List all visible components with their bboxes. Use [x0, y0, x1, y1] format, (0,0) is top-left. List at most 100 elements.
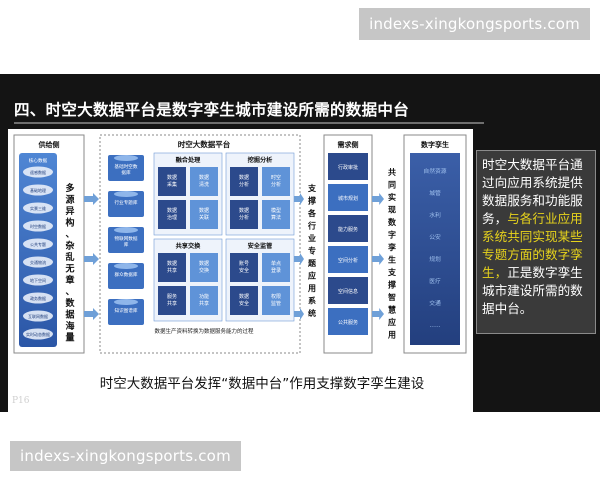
store-db-top [114, 191, 138, 197]
note-yellow: 与各行业应用系统共同实现某些专题方面的数字孪生， [482, 211, 583, 280]
group-cell-label: 分析 [271, 181, 281, 188]
store-label: 库 [124, 241, 129, 248]
store-label: 行业专题库 [115, 199, 138, 206]
group-cell [158, 167, 186, 196]
flow-arrow [84, 308, 99, 320]
group-title: 共享交换 [176, 242, 202, 250]
group-cell [262, 200, 290, 229]
group-cell [158, 200, 186, 229]
group-title: 融合处理 [176, 156, 202, 164]
group-cell-label: 数据 [199, 207, 209, 214]
supply-item: 政务数据 [30, 295, 46, 301]
demand-item-box [328, 153, 368, 180]
group-cell-label: 数据 [199, 174, 209, 181]
note-white-1: 时空大数据平台通过向应用系统提供数据服务和功能服务， [482, 157, 583, 226]
supply-item-bg [23, 220, 53, 232]
title-divider [14, 122, 484, 124]
group-cell-label: 数据 [239, 174, 249, 181]
group-title: 挖掘分析 [248, 156, 274, 164]
supply-to-platform-arrows [84, 193, 99, 320]
flow-arrow [372, 253, 384, 265]
supply-item: 互联网数据 [28, 313, 48, 319]
supply-item: 时空数据 [30, 223, 46, 229]
group-cell-label: 关联 [199, 214, 209, 221]
demand-arrows [372, 193, 384, 320]
twin-item: 城管 [429, 189, 441, 197]
store-label: 物联网数据 [115, 235, 138, 242]
group-cell-label: 分析 [239, 181, 249, 188]
platform-groups: 融合处理数据采集数据清洗数据治理数据关联挖掘分析数据分析时空分析数据分析模型算法… [153, 152, 295, 322]
group-cell-label: 采集 [167, 181, 177, 188]
group-cell-label: 治理 [167, 214, 177, 221]
group-cell [190, 253, 218, 282]
group-cell-label: 安全 [239, 267, 249, 274]
flow-arrow [84, 193, 99, 205]
platform-to-middle-arrows [294, 193, 304, 320]
group-cell-label: 数据 [239, 207, 249, 214]
twin-items: 自然资源城管水利公安规划医疗交通...... [423, 167, 446, 329]
group-cell [230, 253, 258, 282]
supply-item: 基础地理 [30, 187, 46, 193]
platform-heading: 时空大数据平台 [178, 139, 231, 149]
twin-item: 交通 [429, 299, 441, 307]
supply-item: 交通物流 [30, 259, 46, 265]
group-cell-label: 数据 [167, 207, 177, 214]
group-cell-label: 账号 [239, 260, 249, 267]
group-cell-label: 算法 [271, 214, 281, 221]
supply-item-bg [23, 238, 53, 250]
demand-item: 空间信息 [338, 288, 358, 295]
store-label: 群众数据库 [115, 271, 138, 278]
demand-item: 行政审批 [338, 164, 358, 171]
note-white-2: 正是数字孪生城市建设所需的数据中台。 [482, 265, 583, 316]
demand-heading: 需求侧 [338, 140, 359, 149]
group-cell-label: 权限 [271, 293, 281, 300]
group-cell-label: 数据 [167, 260, 177, 267]
group-cell-label: 监管 [271, 300, 281, 307]
supply-item: 实景三维 [30, 205, 46, 211]
supply-item: 遥感数据 [30, 169, 46, 175]
supply-item-bg [23, 328, 53, 340]
group-cell-label: 数据 [239, 293, 249, 300]
slide: 四、时空大数据平台是数字孪生城市建设所需的数据中台 供给侧 核心数据遥感数据基础… [0, 74, 600, 412]
group-cell [230, 286, 258, 315]
supply-item-bg [23, 256, 53, 268]
supply-item-bg [23, 310, 53, 322]
group-cell [262, 286, 290, 315]
group-cell [158, 286, 186, 315]
store-box [108, 155, 144, 181]
group-cell [230, 200, 258, 229]
demand-item-box [328, 246, 368, 273]
store-label: 据库 [121, 169, 131, 176]
watermark-top: indexs-xingkongsports.com [359, 8, 590, 40]
page-number: P16 [12, 396, 30, 406]
store-db-top [114, 299, 138, 305]
twin-item: 公安 [429, 233, 441, 241]
group-cell-label: 登录 [271, 267, 281, 274]
store-db-top [114, 155, 138, 161]
platform-footer: 数据生产资料转换为数据服务能力的过程 [154, 327, 254, 335]
flow-arrow [294, 193, 304, 205]
twin-heading: 数字孪生 [421, 140, 449, 149]
group-cell [262, 167, 290, 196]
architecture-diagram: 供给侧 核心数据遥感数据基础地理实景三维时空数据公共专题交通物流地下空间政务数据… [8, 129, 473, 412]
twin-panel [410, 153, 460, 345]
demand-item: 能力服务 [338, 226, 358, 233]
store-label: 知识图谱库 [115, 307, 138, 314]
group-cell-label: 模型 [271, 207, 281, 214]
demand-item: 空间分析 [338, 257, 358, 264]
supply-heading: 供给侧 [38, 140, 60, 149]
group-cell-label: 服务 [167, 293, 177, 300]
demand-item-box [328, 215, 368, 242]
store-box [108, 299, 144, 325]
group-cell [190, 167, 218, 196]
supply-item: 公共专题 [30, 241, 46, 247]
demand-item-box [328, 308, 368, 335]
demand-item-box [328, 184, 368, 211]
group-cell-label: 时空 [271, 174, 281, 181]
supply-side-text: 多源异构、杂乱无章、数据海量 [64, 182, 75, 344]
demand-item: 城市规划 [338, 195, 358, 202]
supply-item-bg [23, 184, 53, 196]
group-cell-label: 安全 [239, 300, 249, 307]
group-cell [230, 167, 258, 196]
supply-item-bg [23, 166, 53, 178]
